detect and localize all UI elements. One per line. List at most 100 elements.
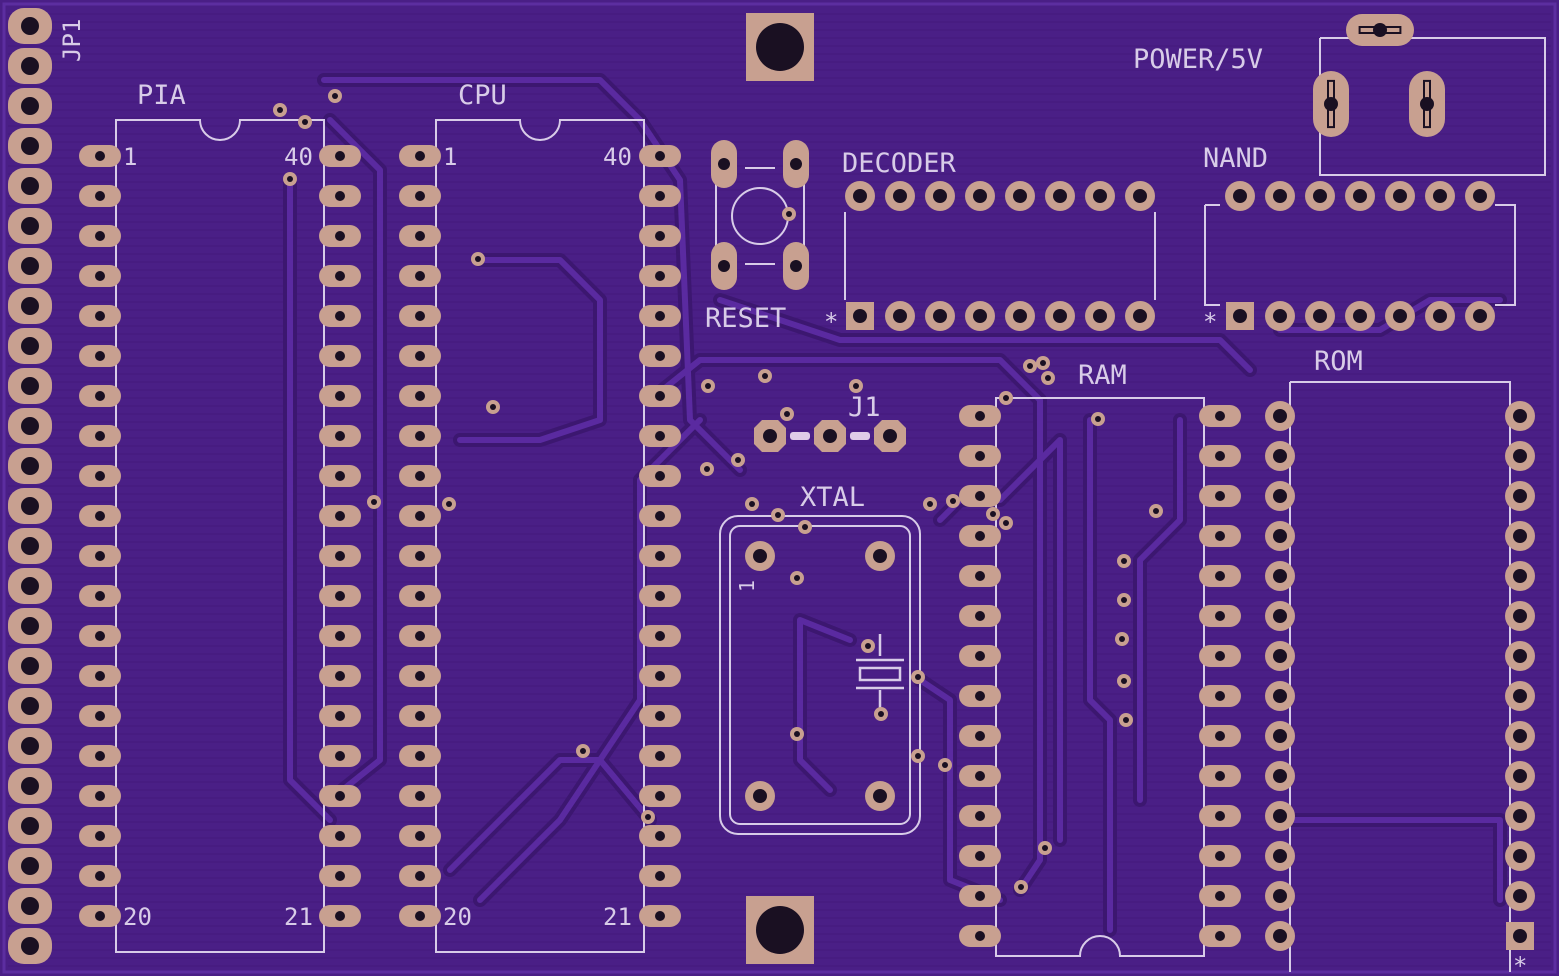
pia-pin21-label: 21 xyxy=(284,903,313,931)
nand-pad-drill xyxy=(1313,189,1327,203)
j1-drill xyxy=(883,429,897,443)
jp1-drill xyxy=(21,417,39,435)
cpu-pad-drill xyxy=(415,271,425,281)
via-drill xyxy=(1119,636,1125,642)
cpu-pin21-label: 21 xyxy=(603,903,632,931)
rom-pad-drill xyxy=(1513,409,1527,423)
via-drill xyxy=(735,457,741,463)
via-drill xyxy=(1121,558,1127,564)
decoder-outline xyxy=(844,212,1156,300)
pia-pad-drill xyxy=(335,591,345,601)
cpu-pad-drill xyxy=(415,471,425,481)
rom-pad-drill xyxy=(1273,889,1287,903)
ram-pad-drill xyxy=(1215,651,1225,661)
rom-pad-drill xyxy=(1273,689,1287,703)
jp1-drill xyxy=(21,217,39,235)
rom-pad-drill xyxy=(1273,809,1287,823)
ram-pad-drill xyxy=(975,571,985,581)
pia-label: PIA xyxy=(137,80,186,111)
via-drill xyxy=(786,211,792,217)
via-drill xyxy=(927,501,933,507)
xtal-pad-drill xyxy=(873,549,887,563)
rom-pad-drill xyxy=(1273,529,1287,543)
cpu-pad-drill xyxy=(415,711,425,721)
pia-pad-drill xyxy=(335,431,345,441)
pia-pad-drill xyxy=(335,311,345,321)
cpu-pad-drill xyxy=(655,591,665,601)
nand-pad-drill xyxy=(1353,309,1367,323)
power-pad-drill xyxy=(1373,23,1387,37)
via-drill xyxy=(1153,508,1159,514)
ram-pad-drill xyxy=(1215,731,1225,741)
cpu-pad-drill xyxy=(655,551,665,561)
cpu-pad-drill xyxy=(655,511,665,521)
jp1-drill xyxy=(21,857,39,875)
via-drill xyxy=(1045,375,1051,381)
cpu-pad-drill xyxy=(415,151,425,161)
via-drill xyxy=(1003,520,1009,526)
decoder-pad-drill xyxy=(1133,309,1147,323)
reset-drill xyxy=(790,158,802,170)
rom-pad-drill xyxy=(1273,649,1287,663)
rom-pad-drill xyxy=(1513,929,1527,943)
trace-core xyxy=(647,357,1043,893)
via-drill xyxy=(1121,678,1127,684)
cpu-pad-drill xyxy=(655,231,665,241)
cpu-pad-drill xyxy=(415,591,425,601)
pia-pad-drill xyxy=(335,351,345,361)
cpu-pad-drill xyxy=(655,671,665,681)
via-drill xyxy=(371,499,377,505)
via-drill xyxy=(1123,717,1129,723)
rom-pad-drill xyxy=(1513,489,1527,503)
nand-pad-drill xyxy=(1473,309,1487,323)
decoder-pad-drill xyxy=(1053,309,1067,323)
cpu-pad-drill xyxy=(415,911,425,921)
pia-pad-drill xyxy=(95,591,105,601)
cpu-pad-drill xyxy=(655,471,665,481)
jp1-drill xyxy=(21,737,39,755)
pia-pad-drill xyxy=(95,391,105,401)
via-drill xyxy=(749,501,755,507)
cpu-pin20-label: 20 xyxy=(443,903,472,931)
pia-pin1-label: 1 xyxy=(123,143,137,171)
pia-pad-drill xyxy=(335,271,345,281)
pia-pad-drill xyxy=(335,751,345,761)
rom-pad-drill xyxy=(1513,569,1527,583)
jp1-drill xyxy=(21,337,39,355)
jp1-drill xyxy=(21,537,39,555)
ram-pad-drill xyxy=(1215,571,1225,581)
jp1-drill xyxy=(21,617,39,635)
trace-core xyxy=(477,417,703,903)
cpu-pad-drill xyxy=(415,391,425,401)
via-drill xyxy=(332,93,338,99)
cpu-pad-drill xyxy=(655,751,665,761)
silkscreen-outlines xyxy=(115,37,1546,972)
decoder-pad-drill xyxy=(973,189,987,203)
jp1-drill xyxy=(21,177,39,195)
cpu-pad-drill xyxy=(655,431,665,441)
cpu-pad-drill xyxy=(415,751,425,761)
ram-label: RAM xyxy=(1078,360,1127,391)
rom-pad-drill xyxy=(1513,689,1527,703)
via-drill xyxy=(645,814,651,820)
via-drill xyxy=(490,404,496,410)
via-drill xyxy=(794,575,800,581)
pia-pad-drill xyxy=(335,871,345,881)
rom-pad-drill xyxy=(1513,889,1527,903)
cpu-pad-drill xyxy=(415,551,425,561)
ram-pad-drill xyxy=(1215,451,1225,461)
ram-pad-drill xyxy=(1215,411,1225,421)
cpu-pad-drill xyxy=(655,911,665,921)
trace-core xyxy=(1287,817,1503,903)
via-drill xyxy=(446,501,452,507)
ram-pad-drill xyxy=(1215,531,1225,541)
jp1-drill xyxy=(21,937,39,955)
pia-pad-drill xyxy=(335,151,345,161)
nand-pad-drill xyxy=(1393,189,1407,203)
via-drill xyxy=(865,643,871,649)
decoder-pad-drill xyxy=(933,309,947,323)
via-drill xyxy=(277,107,283,113)
decoder-pad-drill xyxy=(1133,189,1147,203)
pia-pad-drill xyxy=(95,751,105,761)
